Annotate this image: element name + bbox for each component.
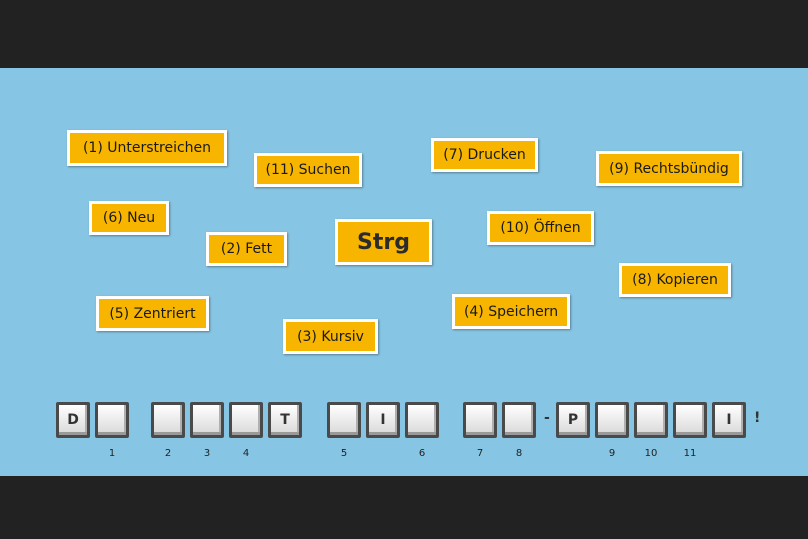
answer-key[interactable]: I [712,402,746,438]
key-number: 10 [644,448,658,459]
tag-suchen[interactable]: (11) Suchen [254,153,362,187]
key-number: 8 [515,448,523,459]
key-number: 11 [683,448,697,459]
tag-rechtsbuendig[interactable]: (9) Rechtsbündig [596,151,742,186]
strg-key-label: Strg [335,219,432,265]
tag-zentriert[interactable]: (5) Zentriert [96,296,209,331]
key-number: 7 [476,448,484,459]
key-number: 3 [203,448,211,459]
key-number: 4 [242,448,250,459]
tag-unterstreichen[interactable]: (1) Unterstreichen [67,130,227,166]
tag-kopieren[interactable]: (8) Kopieren [619,263,731,297]
exclamation-mark: ! [754,410,761,426]
tag-drucken[interactable]: (7) Drucken [431,138,538,172]
answer-key[interactable] [405,402,439,438]
answer-key[interactable] [229,402,263,438]
key-number: 1 [108,448,116,459]
answer-key[interactable] [463,402,497,438]
dash-separator: - [544,410,550,426]
answer-key[interactable] [595,402,629,438]
key-number: 2 [164,448,172,459]
tag-kursiv[interactable]: (3) Kursiv [283,319,378,354]
answer-key[interactable] [151,402,185,438]
answer-key[interactable]: I [366,402,400,438]
key-number: 9 [608,448,616,459]
tag-speichern[interactable]: (4) Speichern [452,294,570,329]
tag-neu[interactable]: (6) Neu [89,201,169,235]
answer-key[interactable]: D [56,402,90,438]
answer-key[interactable]: P [556,402,590,438]
answer-key[interactable] [673,402,707,438]
tag-fett[interactable]: (2) Fett [206,232,287,266]
answer-key[interactable] [502,402,536,438]
answer-key[interactable] [95,402,129,438]
answer-key[interactable] [190,402,224,438]
tag-oeffnen[interactable]: (10) Öffnen [487,211,594,245]
answer-key[interactable]: T [268,402,302,438]
key-number: 6 [418,448,426,459]
key-number: 5 [340,448,348,459]
answer-key[interactable] [634,402,668,438]
answer-key[interactable] [327,402,361,438]
